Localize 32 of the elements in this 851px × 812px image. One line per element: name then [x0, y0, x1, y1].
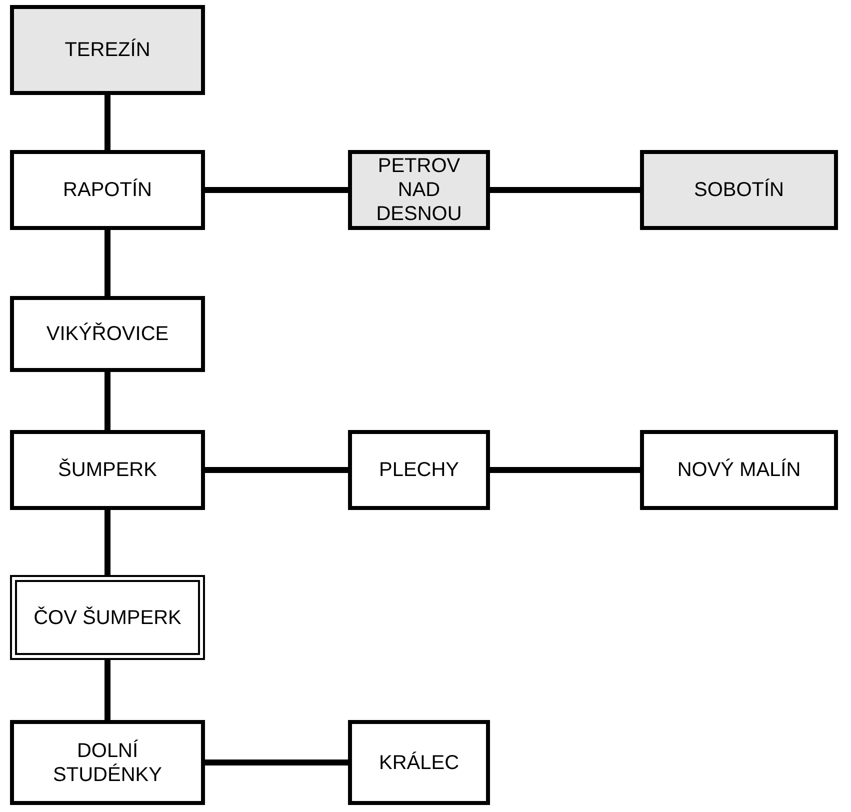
place-name: SOBOTÍN	[694, 178, 784, 202]
place-box	[348, 720, 490, 805]
connector-line	[104, 230, 110, 296]
connector-line	[104, 372, 110, 430]
connector-line	[104, 660, 110, 720]
place-name: NOVÝ MALÍN	[677, 458, 801, 482]
place-box	[348, 150, 490, 230]
connector-line	[490, 467, 640, 473]
connector-line	[490, 187, 640, 193]
place-name: ČOV ŠUMPERK	[34, 606, 182, 630]
connector-line	[205, 467, 348, 473]
place-box	[10, 575, 205, 660]
place-name: VIKÝŘOVICE	[46, 322, 169, 346]
place-name: PLECHY	[378, 458, 460, 482]
connector-line	[104, 95, 110, 150]
place-name: KRÁLEC	[378, 750, 460, 774]
place-box	[10, 430, 205, 510]
place-box	[10, 5, 205, 95]
place-box	[348, 430, 490, 510]
connector-line	[205, 187, 348, 193]
place-box	[10, 150, 205, 230]
place-box	[10, 296, 205, 372]
place-name: PETROV NAD DESNOU	[375, 154, 463, 226]
place-name: ŠUMPERK	[58, 458, 157, 482]
place-box	[640, 430, 838, 510]
place-box	[640, 150, 838, 230]
place-name: RAPOTÍN	[63, 178, 152, 202]
place-name: DOLNÍ STUDÉNKY	[52, 738, 163, 786]
place-name: TEREZÍN	[64, 38, 150, 62]
connector-line	[205, 760, 348, 766]
connector-line	[104, 510, 110, 575]
place-box	[10, 720, 205, 805]
